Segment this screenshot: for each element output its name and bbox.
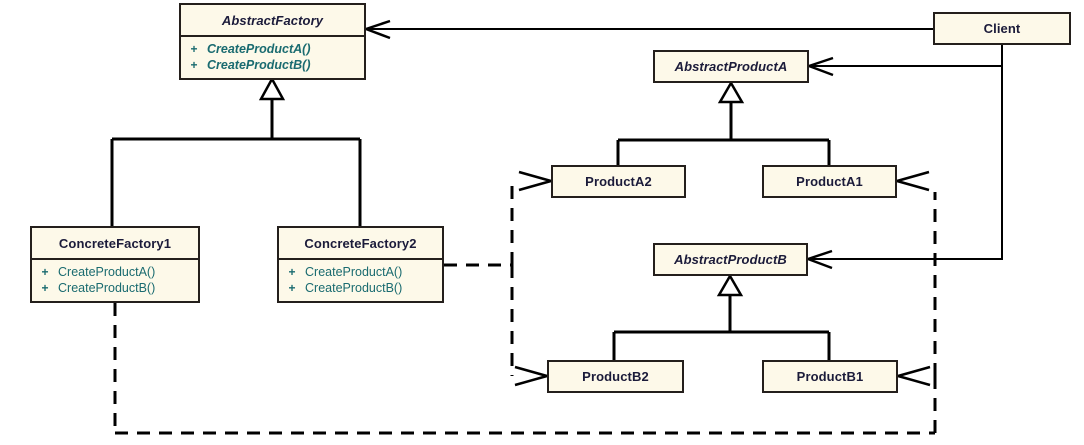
class-members-abstract-factory: + CreateProductA() + CreateProductB() [181, 37, 364, 78]
class-member-row: + CreateProductA() [279, 264, 442, 280]
class-members-concrete-factory-2: + CreateProductA() + CreateProductB() [279, 260, 442, 301]
class-box-abstract-product-b[interactable]: AbstractProductB [653, 243, 808, 276]
member-visibility: + [288, 265, 296, 279]
class-members-concrete-factory-1: + CreateProductA() + CreateProductB() [32, 260, 198, 301]
member-name: CreateProductB() [58, 281, 156, 295]
generalization-arrowhead-abstract-product-b [716, 273, 744, 297]
class-box-product-b1[interactable]: ProductB1 [762, 360, 898, 393]
open-arrowhead-product-a2 [518, 170, 552, 192]
open-arrowhead-abstract-factory [365, 19, 391, 40]
class-name-client: Client [983, 21, 1021, 36]
class-name-product-b1: ProductB1 [796, 369, 864, 384]
class-name-abstract-factory: AbstractFactory [221, 13, 324, 28]
member-visibility: + [41, 281, 49, 295]
member-name: CreateProductA() [58, 265, 156, 279]
association-client-to-abstract-product-b [807, 66, 1003, 270]
generalization-arrowhead-abstract-factory [258, 76, 286, 101]
open-arrowhead-product-b2 [514, 365, 548, 387]
generalization-concrete-factories-to-abstract-factory [110, 76, 362, 226]
member-name: CreateProductB() [305, 281, 403, 295]
class-box-abstract-product-a[interactable]: AbstractProductA [653, 50, 809, 83]
class-member-row: + CreateProductA() [181, 41, 364, 57]
class-member-row: + CreateProductA() [32, 264, 198, 280]
member-visibility: + [41, 265, 49, 279]
association-client-to-abstract-factory [365, 19, 933, 40]
association-client-to-abstract-product-a [808, 45, 1003, 77]
class-member-row: + CreateProductB() [32, 280, 198, 296]
member-name: CreateProductA() [207, 42, 311, 56]
member-visibility: + [190, 42, 198, 56]
dependency-concrete-factory-1-to-products-1 [113, 170, 937, 435]
class-box-product-a1[interactable]: ProductA1 [762, 165, 897, 198]
class-member-row: + CreateProductB() [279, 280, 442, 296]
generalization-products-a-to-abstract-product-a [616, 80, 831, 165]
class-name-abstract-product-b: AbstractProductB [674, 252, 787, 267]
class-box-concrete-factory-2[interactable]: ConcreteFactory2 + CreateProductA() + Cr… [277, 226, 444, 303]
member-name: CreateProductB() [207, 58, 311, 72]
class-name-product-b2: ProductB2 [582, 369, 649, 384]
class-name-product-a1: ProductA1 [796, 174, 863, 189]
open-arrowhead-product-a1 [896, 170, 930, 192]
open-arrowhead-abstract-product-a [808, 56, 834, 77]
class-name-product-a2: ProductA2 [585, 174, 652, 189]
class-box-abstract-factory[interactable]: AbstractFactory + CreateProductA() + Cre… [179, 3, 366, 80]
member-visibility: + [288, 281, 296, 295]
dependency-concrete-factory-2-to-products-2 [444, 170, 552, 387]
class-name-concrete-factory-2: ConcreteFactory2 [304, 236, 417, 251]
open-arrowhead-product-b1 [897, 365, 931, 387]
class-compartment-separator [32, 258, 198, 260]
class-name-abstract-product-a: AbstractProductA [674, 59, 788, 74]
class-compartment-separator [181, 35, 364, 37]
class-name-concrete-factory-1: ConcreteFactory1 [58, 236, 172, 251]
generalization-arrowhead-abstract-product-a [717, 80, 745, 104]
class-box-concrete-factory-1[interactable]: ConcreteFactory1 + CreateProductA() + Cr… [30, 226, 200, 303]
open-arrowhead-abstract-product-b [807, 249, 833, 270]
member-name: CreateProductA() [305, 265, 403, 279]
class-box-product-a2[interactable]: ProductA2 [551, 165, 686, 198]
class-member-row: + CreateProductB() [181, 57, 364, 73]
class-box-product-b2[interactable]: ProductB2 [547, 360, 684, 393]
class-box-client[interactable]: Client [933, 12, 1071, 45]
generalization-products-b-to-abstract-product-b [612, 273, 831, 360]
member-visibility: + [190, 58, 198, 72]
class-compartment-separator [279, 258, 442, 260]
